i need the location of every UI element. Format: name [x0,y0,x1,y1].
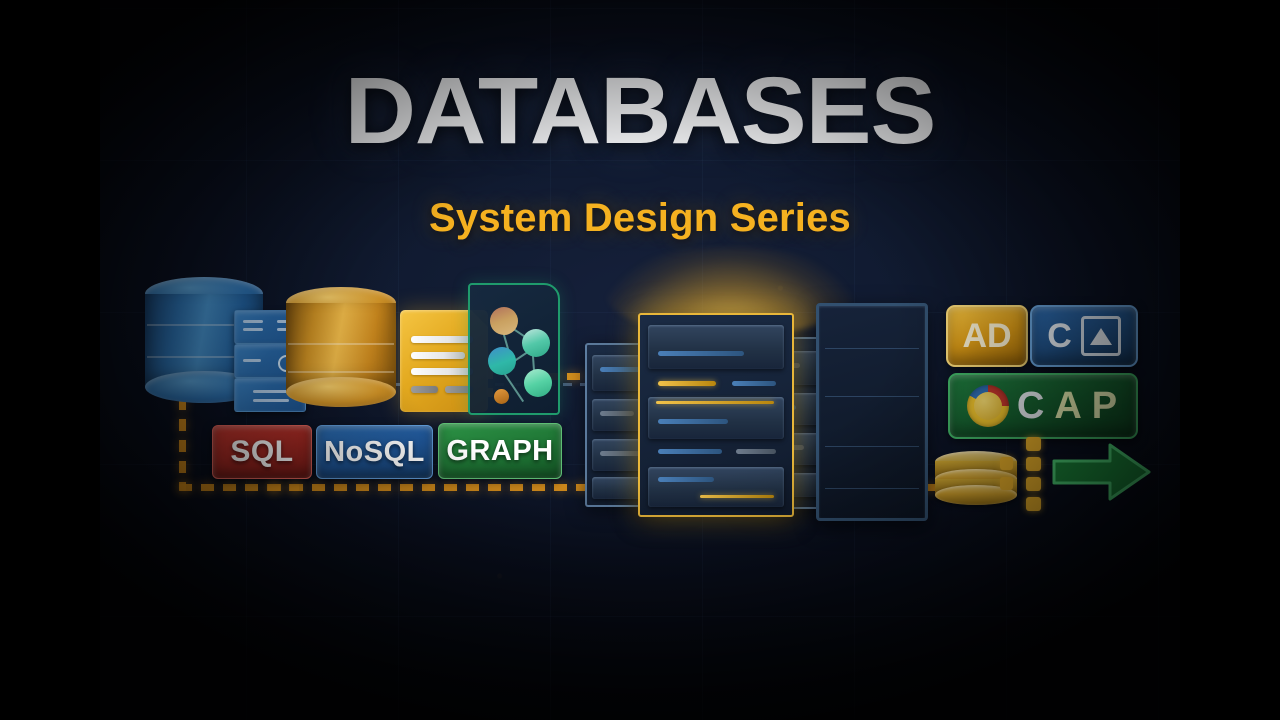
graph-node-4 [524,369,552,397]
cylinder-bottom-disc-gold [286,377,396,407]
badge-sql-label: SQL [230,435,294,468]
acid-c-chip[interactable]: C [1030,305,1138,367]
cap-letter-c: C [1016,384,1047,427]
graph-node-5 [494,389,509,404]
scene-canvas: DATABASES System Design Series [100,0,1180,720]
cap-letter-p: P [1091,384,1120,427]
cap-theorem-chip[interactable]: C A P [948,373,1138,439]
cap-pie-icon [966,385,1009,427]
badge-graph-label: GRAPH [446,434,554,467]
flow-dot [1026,477,1041,491]
letterbox-right [1180,0,1280,720]
server-rack-center [638,313,794,517]
flow-dot [1026,497,1041,511]
server-tower-right [816,303,928,521]
right-arrow-icon [1052,443,1151,501]
illustration-band: SQL NoSQL GRAPH [100,247,1180,555]
acid-ad-label: AD [962,316,1012,355]
database-cylinder-gold [286,287,396,407]
cap-letter-a: A [1054,384,1084,427]
badge-sql[interactable]: SQL [212,425,312,479]
page-subtitle: System Design Series [429,196,851,240]
graph-node-2 [522,329,550,357]
flow-dot [1000,477,1013,490]
acid-c-label: C [1047,316,1072,355]
triangle-icon [1080,316,1121,356]
acid-ad-chip[interactable]: AD [946,305,1028,367]
badge-graph[interactable]: GRAPH [438,423,562,479]
graph-network-icon [468,283,560,415]
letterbox-left [0,0,100,720]
flow-dot [1000,457,1013,470]
graph-node-3 [488,347,516,375]
badge-nosql[interactable]: NoSQL [316,425,433,479]
badge-nosql-label: NoSQL [324,435,425,468]
flow-dot [1026,457,1041,471]
flow-dot [1026,437,1041,451]
graph-node-1 [490,307,518,335]
page-title: DATABASES [344,58,937,164]
